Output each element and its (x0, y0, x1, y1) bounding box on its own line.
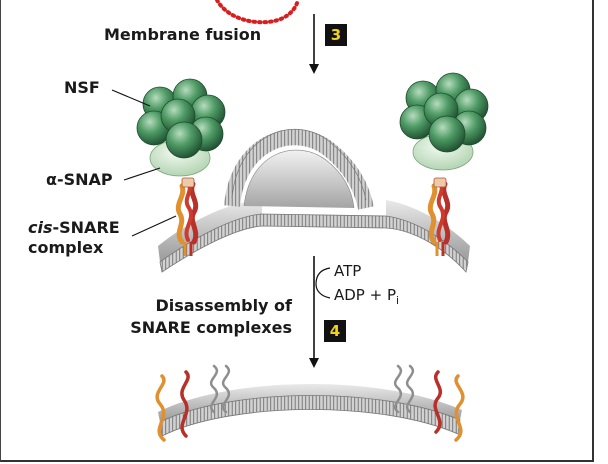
cis-snare-leader-line (131, 215, 177, 237)
step3-title: Membrane fusion (104, 25, 262, 44)
disassembly-line1: Disassembly of (155, 296, 292, 315)
adp-label: ADP + Pi (334, 286, 399, 307)
nsf-leader-line (111, 89, 151, 107)
nsf-label: NSF (64, 78, 100, 97)
dotted-circle-fragment (215, 0, 300, 25)
step3-badge: 3 (325, 24, 347, 46)
alpha-snap-leader-line (123, 167, 161, 181)
cis-prefix: cis (28, 218, 53, 237)
cis-snare-label: cis-SNARE (28, 218, 120, 237)
arrow-step3-head (309, 64, 319, 74)
nsf-complex-right (399, 72, 489, 171)
disassembly-line2: SNARE complexes (130, 318, 292, 337)
adp-subscript: i (396, 294, 400, 307)
free-snares (155, 364, 465, 442)
alpha-snap-label: α-SNAP (46, 170, 113, 189)
membrane-upper (158, 128, 470, 273)
adp-text: ADP + P (334, 286, 397, 304)
snare-suffix: -SNARE (52, 218, 120, 237)
step4-badge: 4 (324, 320, 346, 342)
membrane-lower (158, 383, 462, 437)
atp-adp-curve (315, 267, 331, 299)
complex-label: complex (28, 238, 104, 257)
atp-label: ATP (334, 262, 362, 280)
arrow-step4-head (309, 358, 319, 368)
nsf-complex-left (136, 78, 226, 177)
